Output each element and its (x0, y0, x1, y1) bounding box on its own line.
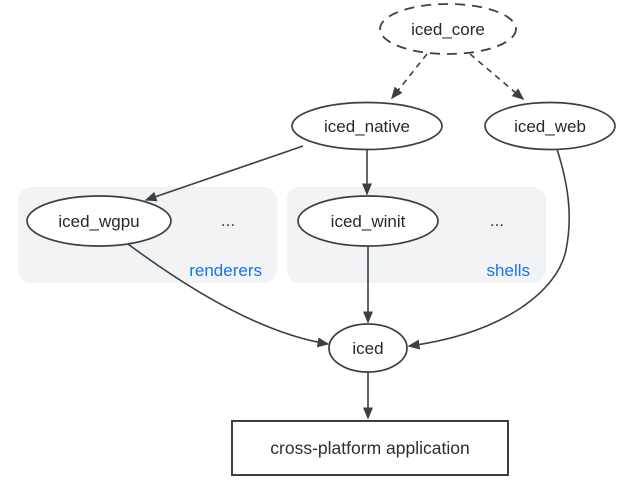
node-iced-winit-shape (297, 195, 439, 247)
node-cross-platform-application-shape (231, 420, 509, 476)
node-iced-core-shape (379, 3, 517, 55)
node-iced-native-shape (291, 101, 443, 151)
node-iced-web: iced_web (484, 101, 616, 151)
node-iced-wgpu: iced_wgpu (26, 195, 172, 247)
edge-core-to-web (469, 53, 525, 100)
group-shells-ellipsis: ... (490, 211, 504, 230)
node-cross-platform-application: cross-platform application (231, 420, 509, 476)
edge-wgpu-to-iced (127, 243, 330, 348)
node-iced-web-label: iced_web (514, 117, 586, 136)
node-iced-label: iced (352, 339, 383, 358)
group-renderers-ellipsis: ... (221, 211, 235, 230)
node-iced: iced (328, 323, 408, 373)
edge-native-to-wgpu (144, 145, 304, 202)
edge-core-to-native (391, 53, 428, 100)
group-renderers-label: renderers (189, 261, 262, 280)
node-iced-winit-label: iced_winit (331, 212, 406, 231)
node-iced-native: iced_native (291, 101, 443, 151)
node-iced-wgpu-label: iced_wgpu (58, 212, 139, 231)
group-shells-label: shells (487, 261, 530, 280)
node-iced-core-label: iced_core (411, 20, 485, 39)
node-iced-shape (328, 323, 408, 373)
node-iced-wgpu-shape (26, 195, 172, 247)
node-cross-platform-application-label: cross-platform application (270, 438, 469, 458)
node-iced-winit: iced_winit (297, 195, 439, 247)
node-iced-core: iced_core (379, 3, 517, 55)
edge-web-to-iced (407, 148, 571, 350)
node-iced-native-label: iced_native (324, 117, 410, 136)
node-iced-web-shape (484, 101, 616, 151)
